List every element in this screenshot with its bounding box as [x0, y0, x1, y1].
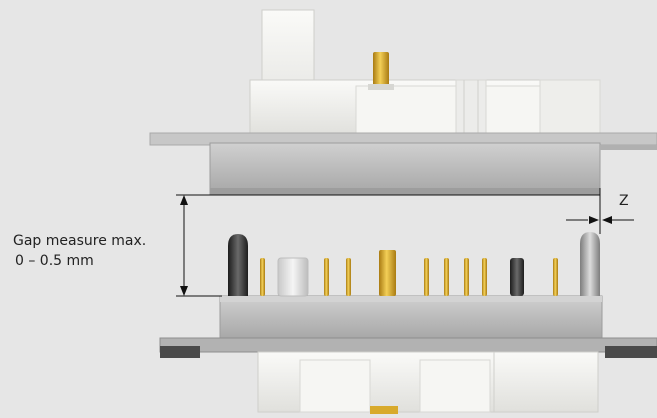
bottom-plate: [219, 295, 603, 341]
gold-pin: [553, 258, 558, 296]
guide-pin-left: [228, 234, 248, 296]
gap-dimension: [176, 194, 600, 297]
bottom-mounting-flange: [159, 337, 657, 353]
top-plate: [209, 142, 601, 196]
contact-pins: [228, 232, 600, 297]
guide-pin-right: [580, 232, 600, 296]
z-arrow-right: [602, 216, 612, 224]
gold-pin: [444, 258, 449, 296]
gold-pin: [464, 258, 469, 296]
top-connector: [149, 9, 657, 196]
gold-pin: [482, 258, 487, 296]
gap-measure-label: Gap measure max.: [13, 233, 147, 249]
z-dimension: [566, 188, 634, 234]
gold-pin: [324, 258, 329, 296]
gold-coax: [379, 250, 396, 296]
z-label: Z: [619, 193, 629, 209]
z-arrow-left: [589, 216, 599, 224]
gold-pin: [260, 258, 265, 296]
coax-contact: [277, 257, 309, 297]
dark-contact: [510, 258, 524, 296]
gap-arrow-top: [180, 195, 188, 205]
gold-pin: [424, 258, 429, 296]
top-gold-coax: [373, 52, 389, 86]
gap-range-label: 0 – 0.5 mm: [15, 253, 94, 269]
bottom-connector: [159, 295, 657, 414]
gap-arrow-bottom: [180, 286, 188, 296]
gold-pin: [346, 258, 351, 296]
